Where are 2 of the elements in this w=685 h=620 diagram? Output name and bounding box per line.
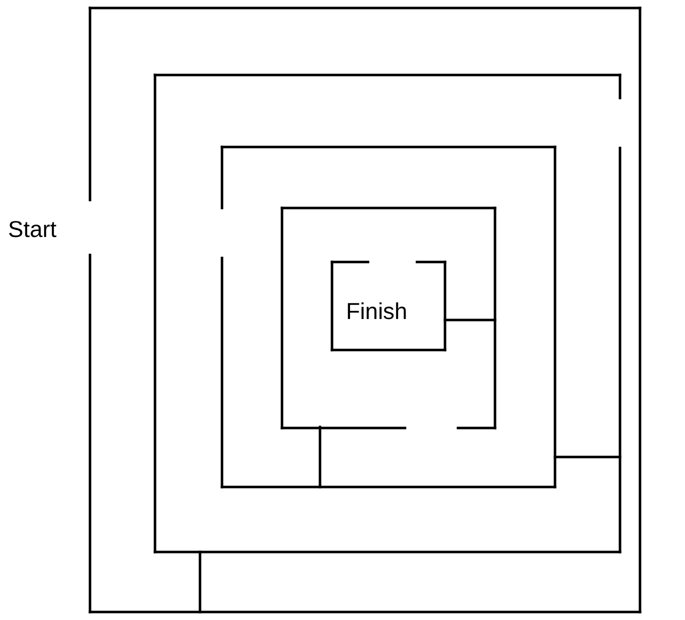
finish-label: Finish <box>346 300 408 323</box>
start-label: Start <box>8 218 57 241</box>
